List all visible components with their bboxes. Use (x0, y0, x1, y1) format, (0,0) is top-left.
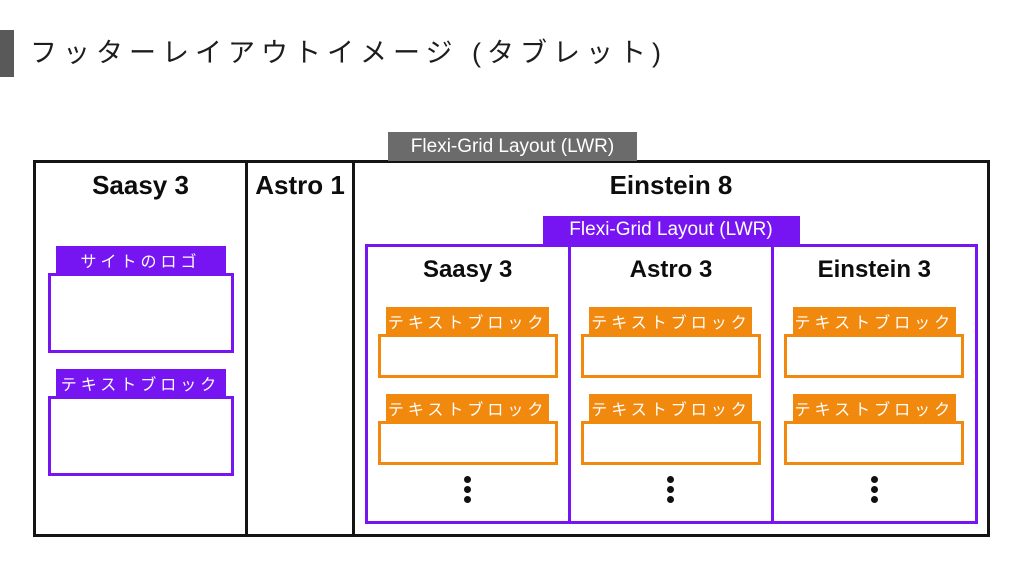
text-block-label: テキストブロック (386, 394, 550, 421)
vertical-ellipsis-icon (774, 476, 974, 503)
text-block-label: テキストブロック (386, 307, 550, 334)
column-header: Einstein 8 (609, 170, 733, 200)
text-block-placeholder-box (377, 421, 558, 465)
column-header: Astro 3 (629, 256, 713, 283)
column-header: Saasy 3 (422, 256, 513, 283)
text-block-placeholder-box (377, 334, 558, 378)
inner-grid-box: Saasy 3 テキストブロック テキストブロック Astro 3 テキストブロ… (364, 244, 978, 524)
inner-column-saasy3: Saasy 3 テキストブロック テキストブロック (368, 247, 571, 521)
text-block-placeholder-box (580, 334, 761, 378)
flexi-grid-top-label: Flexi-Grid Layout (LWR) (388, 132, 637, 161)
outer-grid-box: Saasy 3 サイトのロゴ テキストブロック Astro 1 Einstein… (33, 160, 990, 537)
vertical-ellipsis-icon (368, 476, 568, 503)
column-header: Astro 1 (255, 170, 345, 200)
text-block-label: テキストブロック (589, 394, 753, 421)
flexi-grid-inner-label: Flexi-Grid Layout (LWR) (542, 216, 800, 244)
column-header: Saasy 3 (92, 170, 189, 200)
inner-column-einstein3: Einstein 3 テキストブロック テキストブロック (774, 247, 974, 521)
text-block-placeholder-box (784, 421, 965, 465)
title-accent-bar (0, 30, 14, 77)
text-block-placeholder-box (47, 396, 234, 476)
site-logo-placeholder-box (47, 273, 234, 353)
outer-column-saasy3: Saasy 3 サイトのロゴ テキストブロック (36, 163, 248, 534)
text-block-label: テキストブロック (792, 394, 956, 421)
outer-column-astro1: Astro 1 (248, 163, 355, 534)
column-header: Einstein 3 (817, 256, 931, 283)
page-title: フッターレイアウトイメージ (タブレット) (30, 38, 667, 68)
text-block-placeholder-box (580, 421, 761, 465)
outer-column-einstein8: Einstein 8 Flexi-Grid Layout (LWR) Saasy… (355, 163, 987, 534)
inner-column-astro3: Astro 3 テキストブロック テキストブロック (571, 247, 775, 521)
text-block-placeholder-box (784, 334, 965, 378)
text-block-label: テキストブロック (55, 369, 226, 396)
text-block-label: テキストブロック (792, 307, 956, 334)
site-logo-label: サイトのロゴ (55, 246, 226, 273)
text-block-label: テキストブロック (589, 307, 753, 334)
vertical-ellipsis-icon (571, 476, 771, 503)
